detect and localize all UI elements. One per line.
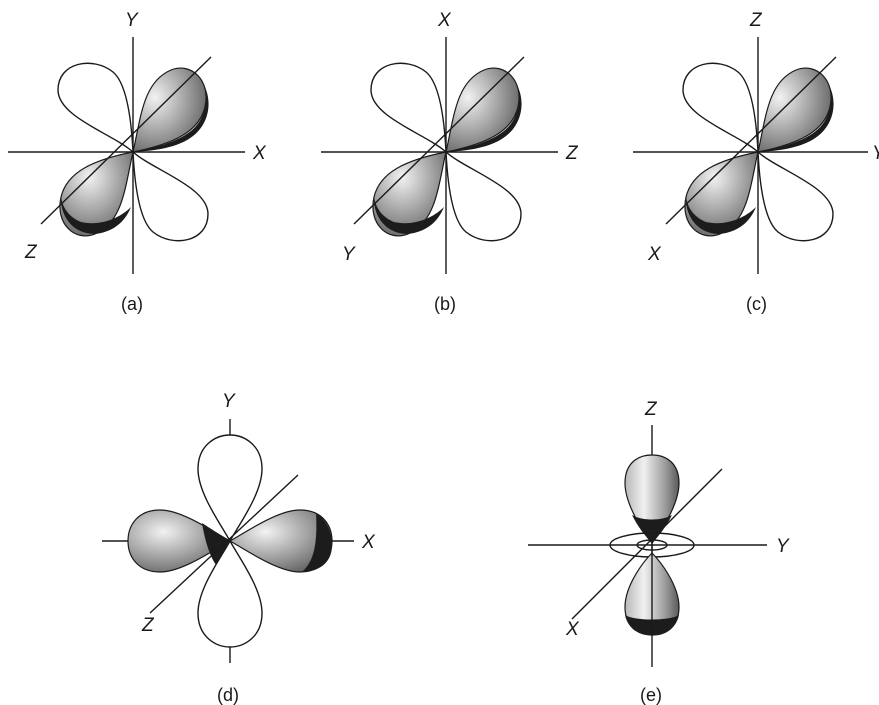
panel-caption: (a) — [121, 294, 143, 314]
panel-b: X Z Y (b) — [321, 10, 579, 314]
orbital-lobe-shaded — [446, 68, 519, 152]
horizontal-axis-label: Z — [565, 143, 579, 164]
diagonal-axis-label: Z — [24, 242, 38, 263]
vertical-axis-label: X — [437, 10, 452, 31]
panel-caption: (e) — [640, 685, 662, 705]
orbital-lobe-empty — [758, 152, 833, 241]
orbital-lobe-shaded — [133, 68, 206, 152]
orbital-lobe-empty — [198, 541, 262, 647]
horizontal-axis-label: X — [252, 143, 267, 164]
diagonal-axis-label: X — [565, 619, 580, 640]
vertical-axis-label: Y — [125, 10, 139, 31]
orbital-lobe-empty — [446, 152, 521, 241]
horizontal-axis-label: Y — [776, 536, 790, 557]
panel-d: Y X Z (d) — [102, 391, 376, 705]
panel-caption: (d) — [217, 685, 239, 705]
diagonal-axis-label: Y — [342, 244, 356, 265]
vertical-axis-label: Z — [749, 10, 763, 31]
panel-caption: (c) — [746, 294, 767, 314]
horizontal-axis-label: X — [361, 532, 376, 553]
orbital-lobe-shaded — [758, 68, 831, 152]
panel-c: Z Y X (c) — [633, 10, 879, 314]
vertical-axis-label: Y — [222, 391, 236, 412]
orbital-lobe-empty — [198, 435, 262, 541]
orbital-lobe-empty — [58, 63, 133, 152]
diagonal-axis-label: X — [647, 244, 662, 265]
orbital-lobe-empty — [683, 63, 758, 152]
vertical-axis-label: Z — [644, 399, 658, 420]
orbital-lobe-empty — [133, 152, 208, 241]
orbital-lobe-empty — [371, 63, 446, 152]
diagonal-axis-label: Z — [141, 615, 155, 636]
panel-caption: (b) — [434, 294, 456, 314]
horizontal-axis-label: Y — [872, 143, 879, 164]
panel-a: Y X Z (a) — [8, 10, 267, 314]
panel-e: Z Y X (e) — [528, 399, 790, 705]
